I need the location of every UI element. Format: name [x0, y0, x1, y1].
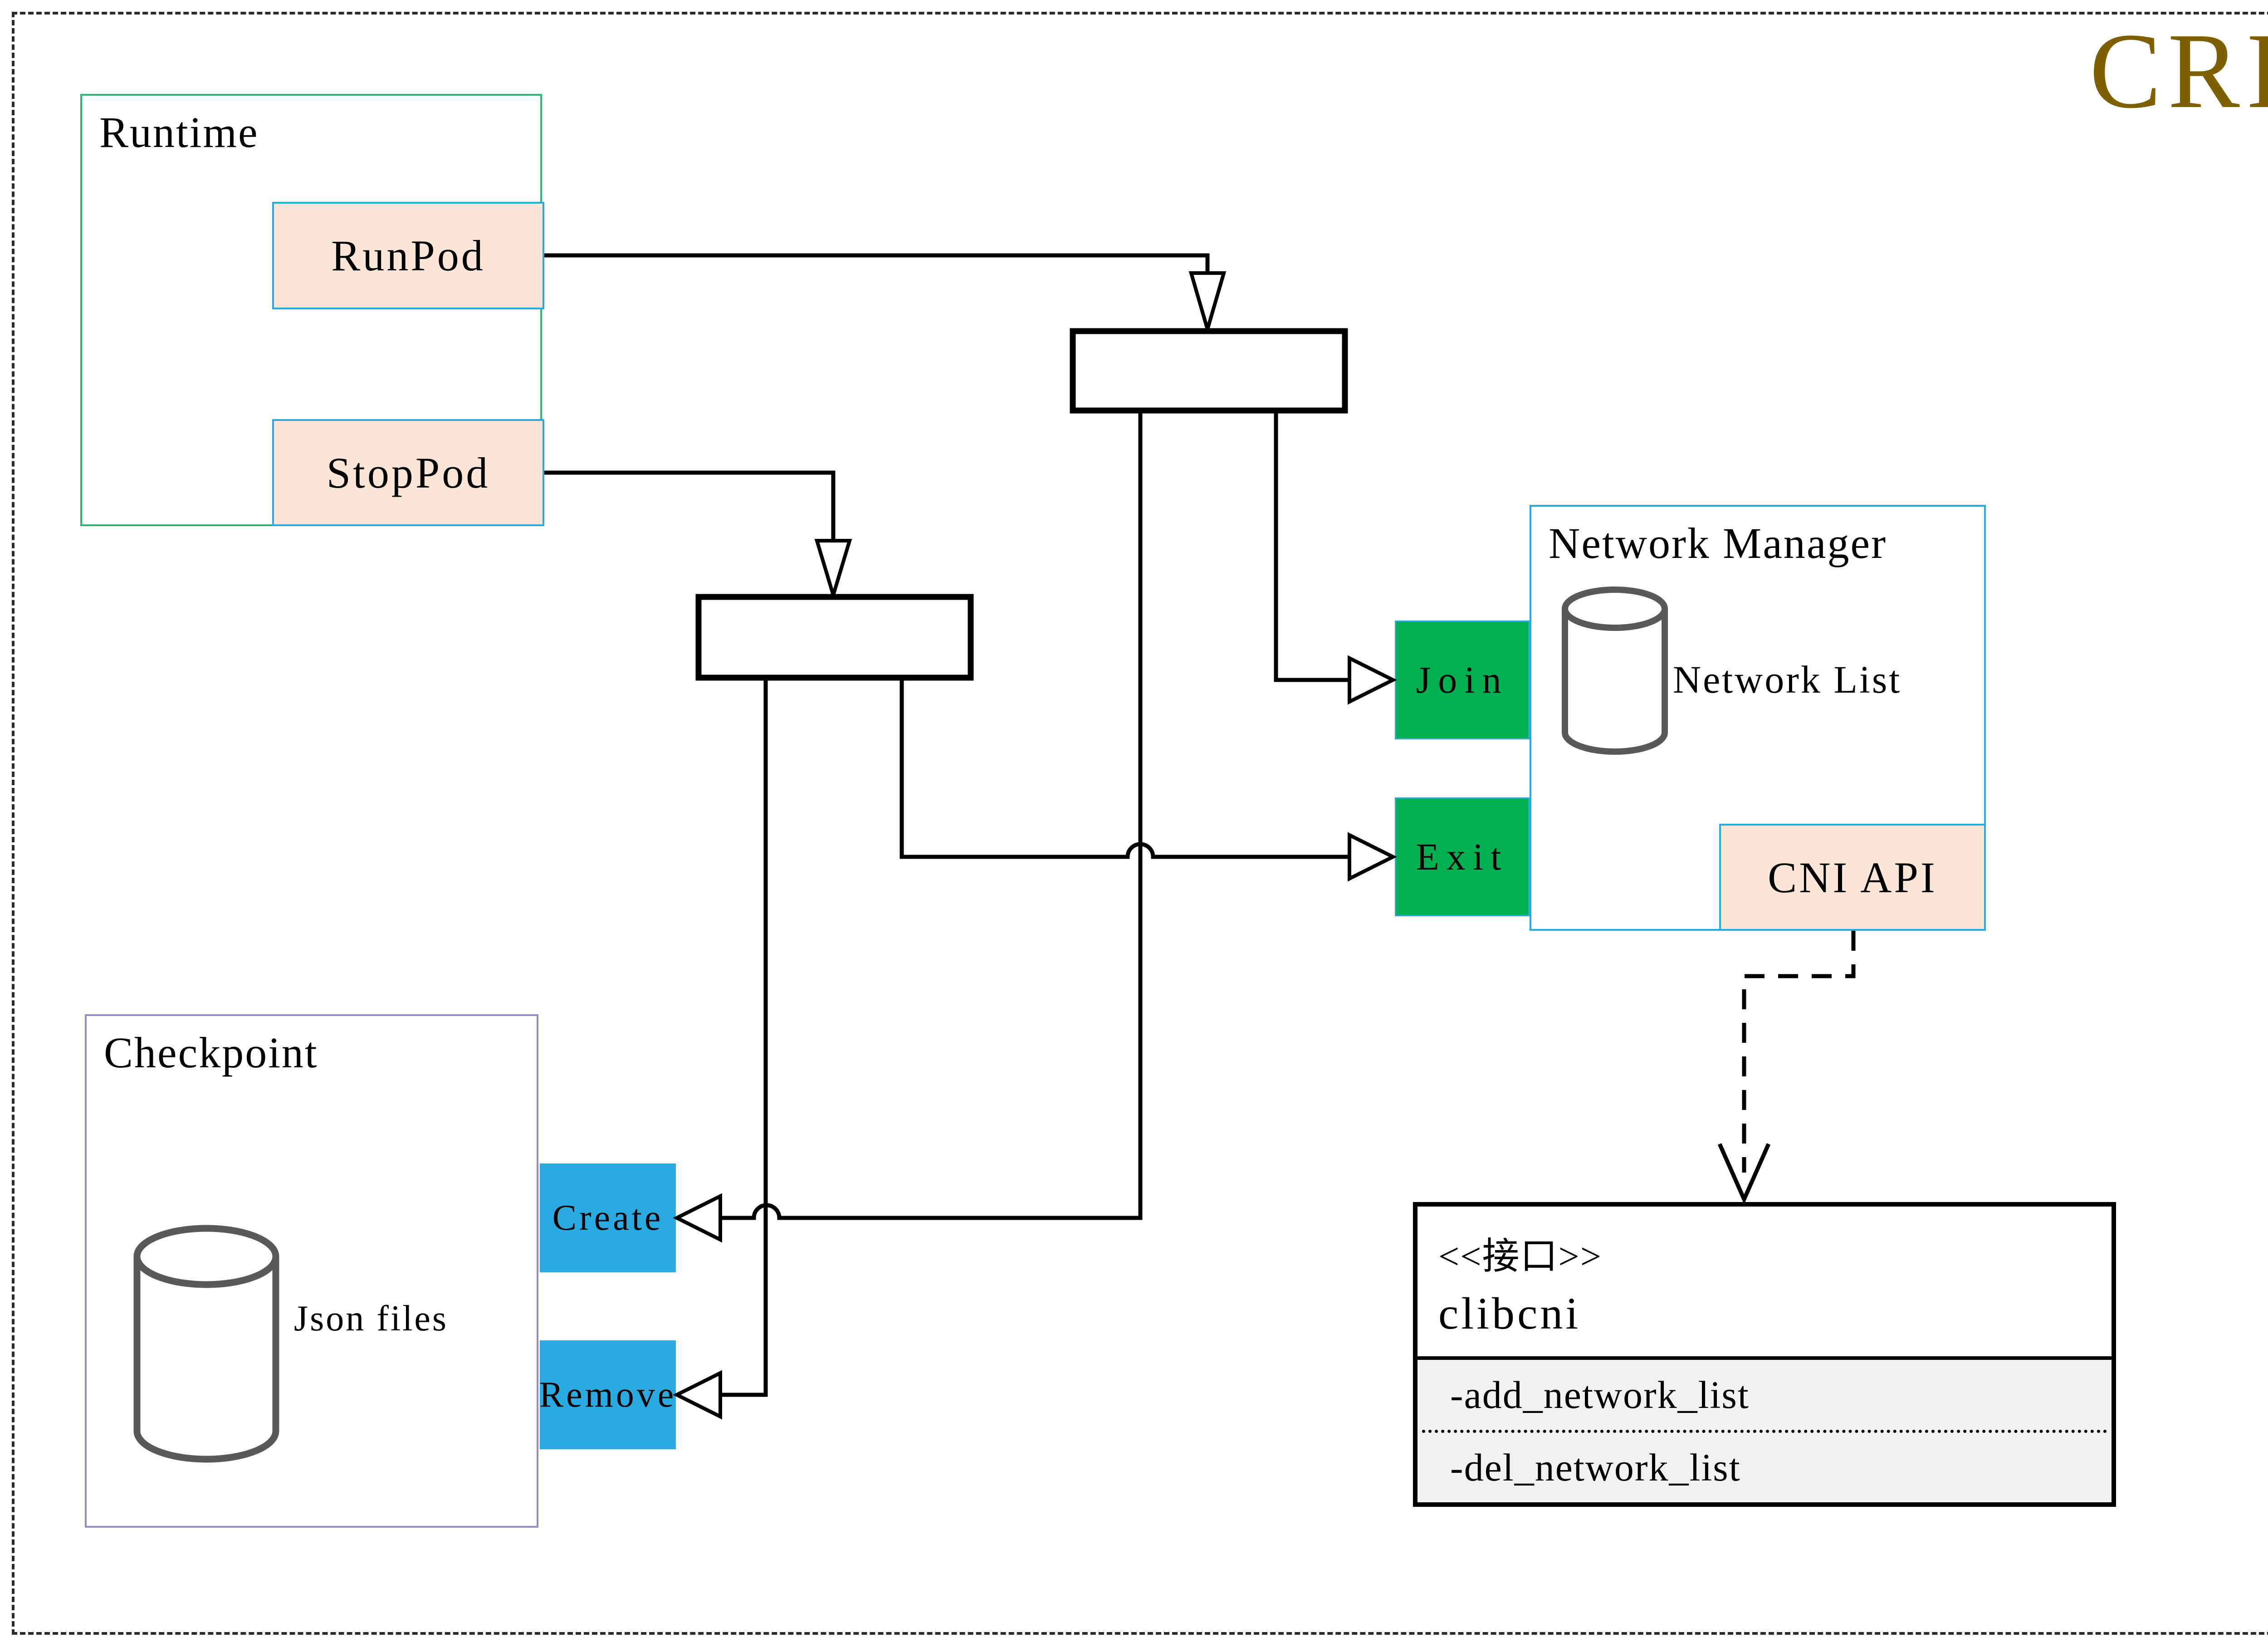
clibcni-method-add: -add_network_list — [1450, 1373, 1750, 1417]
page-dashed-border — [12, 12, 2268, 1635]
checkpoint-box: Checkpoint — [85, 1014, 538, 1528]
network-manager-title: Network Manager — [1549, 519, 1887, 567]
cni-api-label: CNI API — [1768, 853, 1937, 902]
clibcni-method-separator — [1422, 1429, 2107, 1433]
checkpoint-title: Checkpoint — [104, 1028, 318, 1077]
json-files-label: Json files — [294, 1299, 448, 1339]
create-label: Create — [552, 1197, 664, 1238]
runpod-button[interactable]: RunPod — [272, 202, 544, 309]
runpod-label: RunPod — [331, 231, 485, 280]
clibcni-methods-section: -add_network_list -del_network_list — [1418, 1356, 2112, 1502]
clibcni-header: <<接口>> clibcni — [1418, 1207, 2112, 1356]
exit-button[interactable]: Exit — [1395, 797, 1530, 916]
join-label: Join — [1416, 659, 1509, 701]
remove-label: Remove — [539, 1374, 677, 1415]
runtime-title: Runtime — [99, 108, 259, 156]
remove-button[interactable]: Remove — [539, 1340, 677, 1449]
stoppod-button[interactable]: StopPod — [272, 419, 544, 526]
create-button[interactable]: Create — [540, 1163, 676, 1272]
clibcni-stereotype: <<接口>> — [1438, 1236, 1602, 1277]
clibcni-method-del: -del_network_list — [1450, 1446, 1741, 1490]
join-button[interactable]: Join — [1395, 621, 1530, 739]
diagram-title: CRI — [2089, 11, 2268, 131]
clibcni-interface-box: <<接口>> clibcni -add_network_list -del_ne… — [1413, 1202, 2116, 1507]
exit-label: Exit — [1416, 836, 1509, 878]
clibcni-name: clibcni — [1438, 1288, 1581, 1339]
network-list-label: Network List — [1673, 658, 1902, 701]
stoppod-label: StopPod — [326, 448, 490, 497]
cni-api-button[interactable]: CNI API — [1719, 824, 1986, 931]
